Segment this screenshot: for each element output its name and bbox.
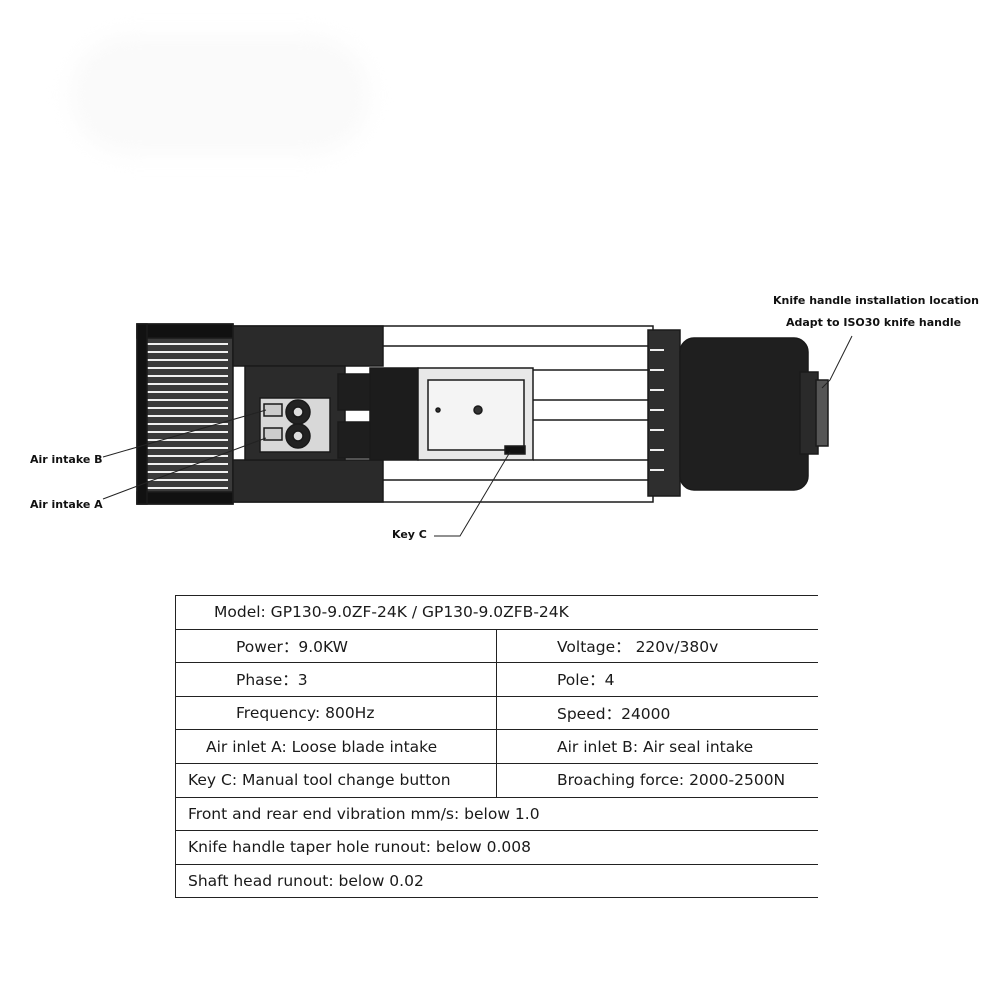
callout-leaders [102, 335, 853, 537]
table-row: Power：9.0KW Voltage： 220v/380v [175, 628, 818, 664]
table-row: Model: GP130-9.0ZF-24K / GP130-9.0ZFB-24… [175, 595, 818, 630]
shaft-runout-cell: Shaft head runout: below 0.02 [175, 863, 818, 899]
broaching-force-cell: Broaching force: 2000-2500N [496, 762, 818, 798]
key-c-label: Key C [392, 528, 427, 541]
table-row: Phase：3 Pole：4 [175, 662, 818, 697]
iso30-adapt-label: Adapt to ISO30 knife handle [786, 316, 962, 329]
power-cell: Power：9.0KW [175, 628, 497, 664]
air-inlet-a-cell: Air inlet A: Loose blade intake [175, 729, 497, 764]
table-row: Frequency: 800Hz Speed：24000 [175, 695, 818, 731]
table-row: Knife handle taper hole runout: below 0.… [175, 830, 818, 865]
table-row: Air inlet A: Loose blade intake Air inle… [175, 729, 818, 764]
vibration-cell: Front and rear end vibration mm/s: below… [175, 796, 818, 832]
knife-handle-location-label: Knife handle installation location [773, 294, 979, 307]
taper-runout-cell: Knife handle taper hole runout: below 0.… [175, 830, 818, 865]
key-c-cell: Key C: Manual tool change button [175, 762, 497, 798]
frequency-cell: Frequency: 800Hz [175, 695, 497, 731]
spindle-drawing [102, 323, 853, 537]
pole-cell: Pole：4 [496, 662, 818, 697]
spec-table: Model: GP130-9.0ZF-24K / GP130-9.0ZFB-24… [175, 595, 818, 899]
phase-cell: Phase：3 [175, 662, 497, 697]
voltage-cell: Voltage： 220v/380v [496, 628, 818, 664]
spindle-body [136, 323, 829, 505]
air-intake-b-label: Air intake B [30, 453, 103, 466]
speed-cell: Speed：24000 [496, 695, 818, 731]
air-intake-a-label: Air intake A [30, 498, 103, 511]
air-inlet-b-cell: Air inlet B: Air seal intake [496, 729, 818, 764]
table-row: Front and rear end vibration mm/s: below… [175, 796, 818, 832]
background-blur [70, 35, 370, 155]
model-cell: Model: GP130-9.0ZF-24K / GP130-9.0ZFB-24… [175, 595, 818, 630]
table-row: Key C: Manual tool change button Broachi… [175, 762, 818, 798]
table-row: Shaft head runout: below 0.02 [175, 863, 818, 899]
